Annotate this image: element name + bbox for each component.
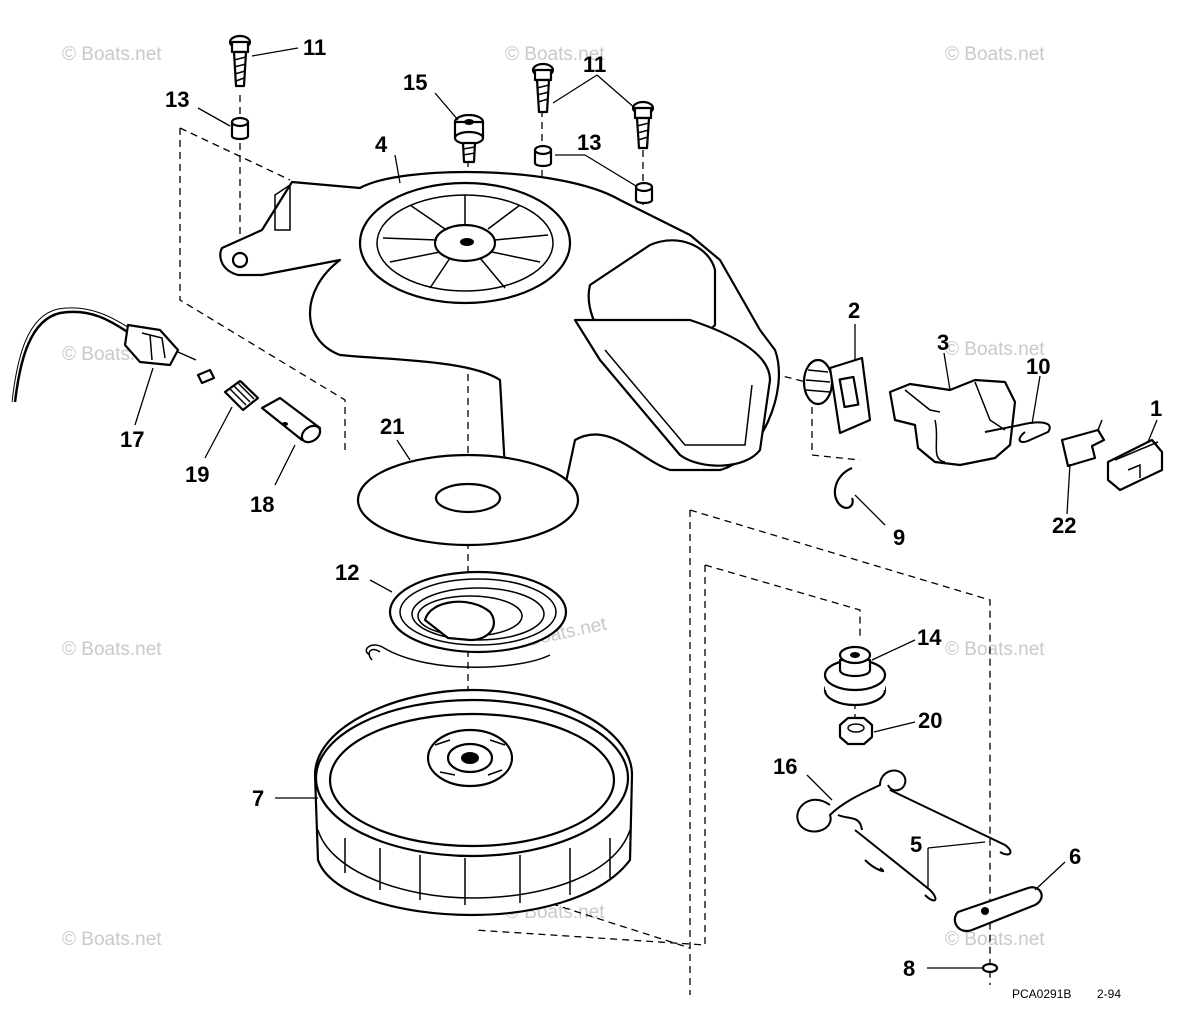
retainer-part-8 <box>981 962 999 974</box>
callout-13: 13 <box>577 130 601 155</box>
callout-21: 21 <box>380 414 404 439</box>
drawing-date: 2-94 <box>1097 987 1121 1001</box>
callout-15: 15 <box>403 70 427 95</box>
callout-1: 1 <box>1150 396 1162 421</box>
screw-part-11-b <box>531 62 555 114</box>
callout-3: 3 <box>937 330 949 355</box>
pulley-part-7 <box>313 688 634 917</box>
bolt-part-15 <box>453 113 485 164</box>
callout-2: 2 <box>848 298 860 323</box>
callout-8: 8 <box>903 956 915 981</box>
callout-19: 19 <box>185 462 209 487</box>
screw-part-11-a <box>228 34 252 88</box>
pin-part-small <box>196 368 216 385</box>
watermark: © Boats.net <box>945 44 1045 65</box>
bracket-part-22 <box>1060 419 1106 468</box>
rewind-spring-part-12 <box>365 570 568 668</box>
callout-16: 16 <box>773 754 797 779</box>
callout-10: 10 <box>1026 354 1050 379</box>
pawl-part-6 <box>953 886 1043 933</box>
callout-11: 11 <box>583 52 606 77</box>
callout-17: 17 <box>120 427 144 452</box>
bushing-part-2 <box>802 356 872 435</box>
spacer-part-13-c <box>634 181 654 205</box>
plate-part-21 <box>356 453 580 547</box>
block-part-1 <box>1106 438 1164 492</box>
callout-18: 18 <box>250 492 274 517</box>
cam-part-14 <box>823 645 887 707</box>
watermark: © Boats.net <box>945 339 1045 360</box>
screw-part-11-c <box>631 100 655 150</box>
link-part-5 <box>854 789 1012 902</box>
rewind-housing-part-4 <box>219 170 780 528</box>
drawing-code: PCA0291B <box>1012 987 1071 1001</box>
callout-12: 12 <box>335 560 359 585</box>
spring-part-16 <box>796 769 907 833</box>
plunger-part-18 <box>260 396 322 444</box>
switch-part-17 <box>11 307 197 403</box>
callout-11: 11 <box>303 35 326 60</box>
callout-14: 14 <box>917 625 942 650</box>
watermark: © Boats.net <box>505 44 605 65</box>
spacer-part-13-b <box>533 144 553 168</box>
leader-lines <box>134 47 1158 969</box>
callout-9: 9 <box>893 525 905 550</box>
callouts: 1 2 3 4 5 6 7 8 9 10 11 11 12 13 13 14 1… <box>120 35 1162 981</box>
clip-part-9 <box>833 466 854 509</box>
nut-part-20 <box>838 716 874 746</box>
callout-13: 13 <box>165 87 189 112</box>
watermark: © Boats.net <box>62 929 162 950</box>
watermark: © Boats.net <box>62 44 162 65</box>
callout-22: 22 <box>1052 513 1076 538</box>
watermark: © Boats.net <box>945 639 1045 660</box>
watermark: © Boats.net <box>62 639 162 660</box>
callout-20: 20 <box>918 708 942 733</box>
spring-part-19 <box>223 379 260 412</box>
callout-5: 5 <box>910 832 922 857</box>
drawing-reference: PCA0291B 2-94 <box>1012 987 1121 1001</box>
callout-7: 7 <box>252 786 264 811</box>
watermark: © Boats.net <box>945 929 1045 950</box>
callout-6: 6 <box>1069 844 1081 869</box>
handle-part-3 <box>888 378 1017 467</box>
callout-4: 4 <box>375 132 388 157</box>
spacer-part-13-a <box>230 116 250 141</box>
